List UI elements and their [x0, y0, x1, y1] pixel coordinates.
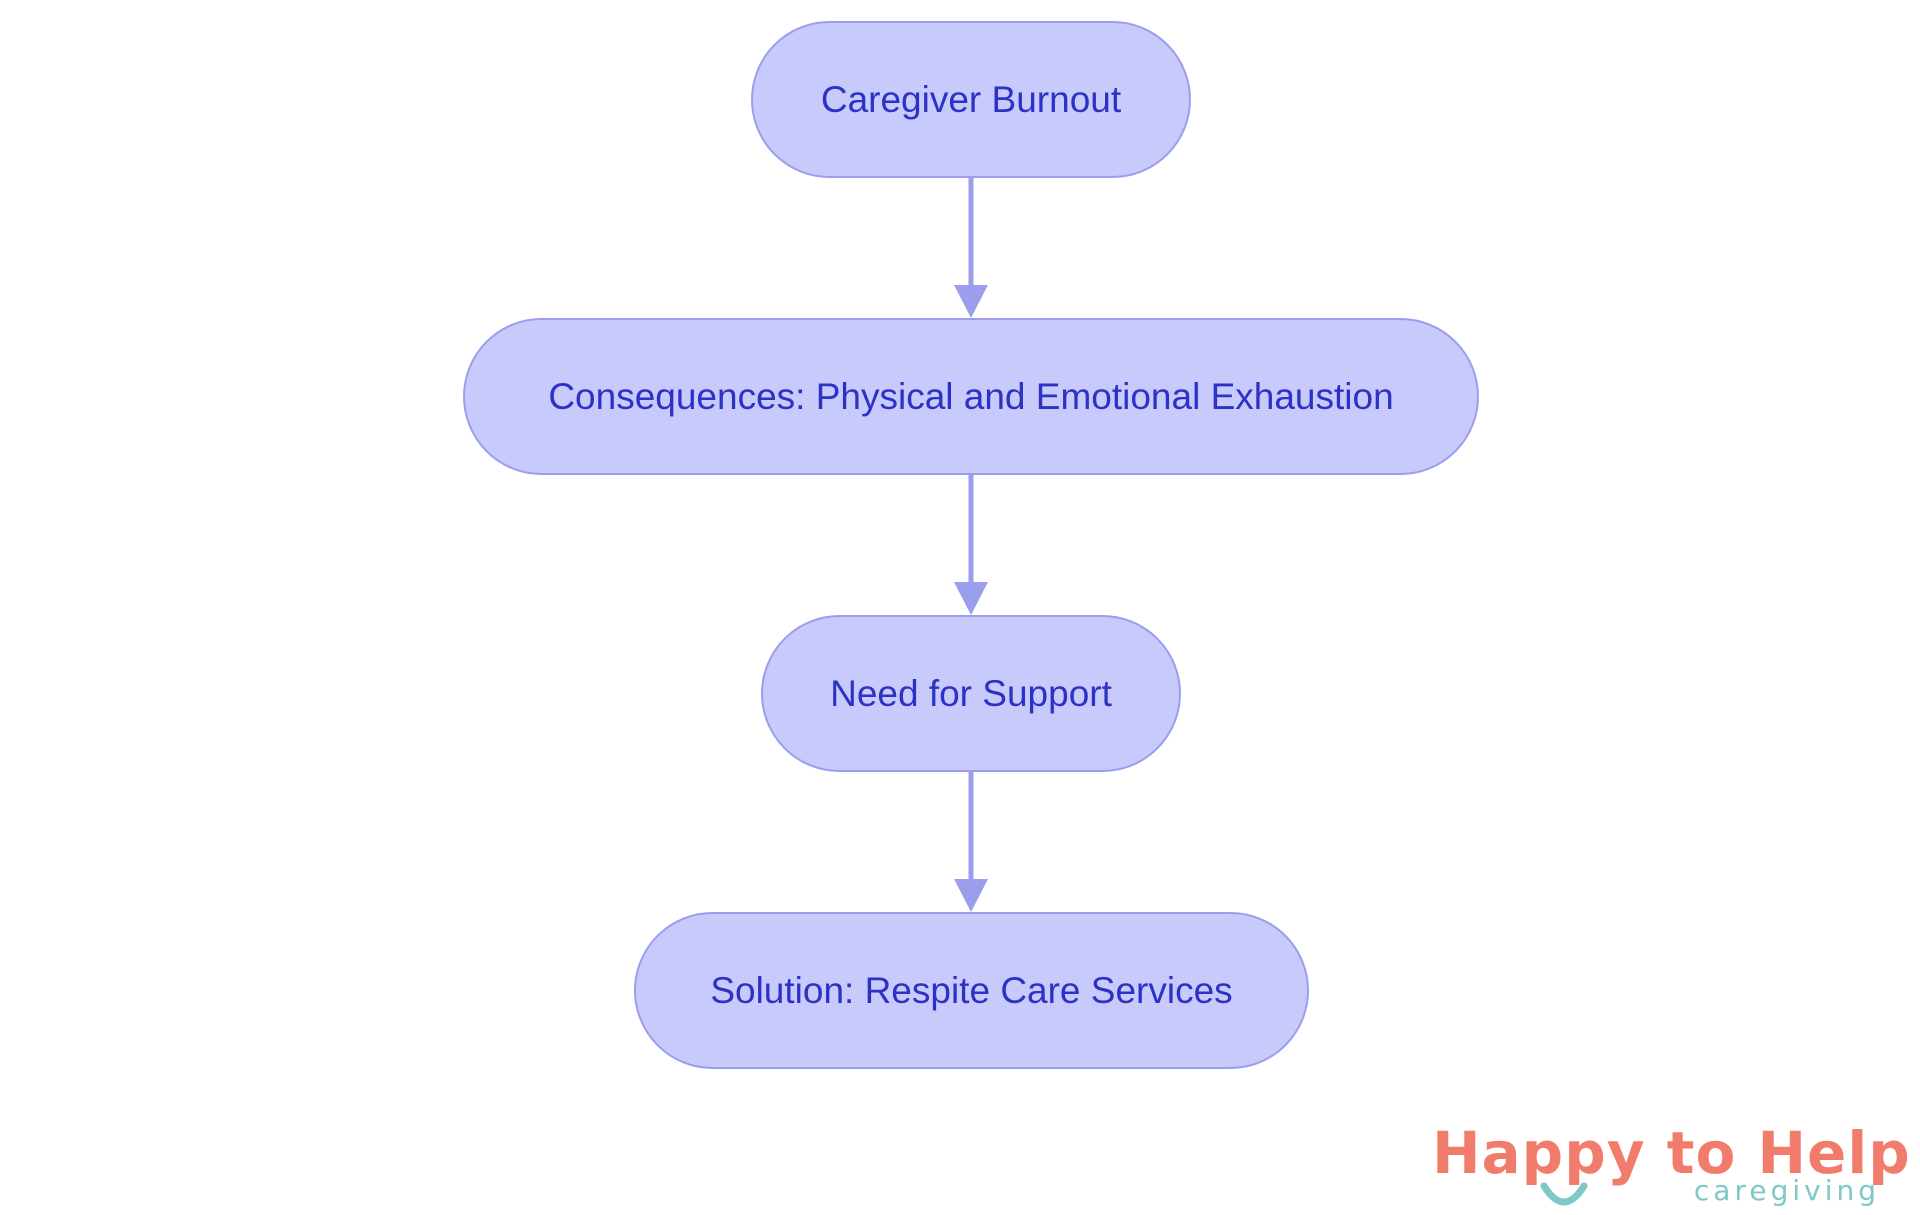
node-consequences: Consequences: Physical and Emotional Exh…: [463, 318, 1479, 475]
edge-need-to-solution: [954, 772, 988, 912]
node-caregiver-burnout: Caregiver Burnout: [751, 21, 1191, 178]
arrowhead-icon: [954, 582, 988, 615]
node-label: Caregiver Burnout: [820, 78, 1122, 120]
node-solution: Solution: Respite Care Services: [634, 912, 1309, 1069]
node-need-for-support: Need for Support: [761, 615, 1181, 772]
logo-wordmark: Happy to Help: [1432, 1119, 1911, 1187]
arrowhead-icon: [954, 879, 988, 912]
node-label: Solution: Respite Care Services: [710, 969, 1233, 1011]
brand-logo: Happy to Help caregiving: [1432, 1118, 1910, 1210]
node-label: Need for Support: [830, 672, 1112, 714]
edge-burnout-to-consequences: [954, 178, 988, 318]
logo-tagline: caregiving: [1693, 1174, 1880, 1207]
smile-icon: [1540, 1182, 1588, 1206]
arrowhead-icon: [954, 285, 988, 318]
edge-consequences-to-need: [954, 475, 988, 615]
node-label: Consequences: Physical and Emotional Exh…: [548, 375, 1394, 417]
